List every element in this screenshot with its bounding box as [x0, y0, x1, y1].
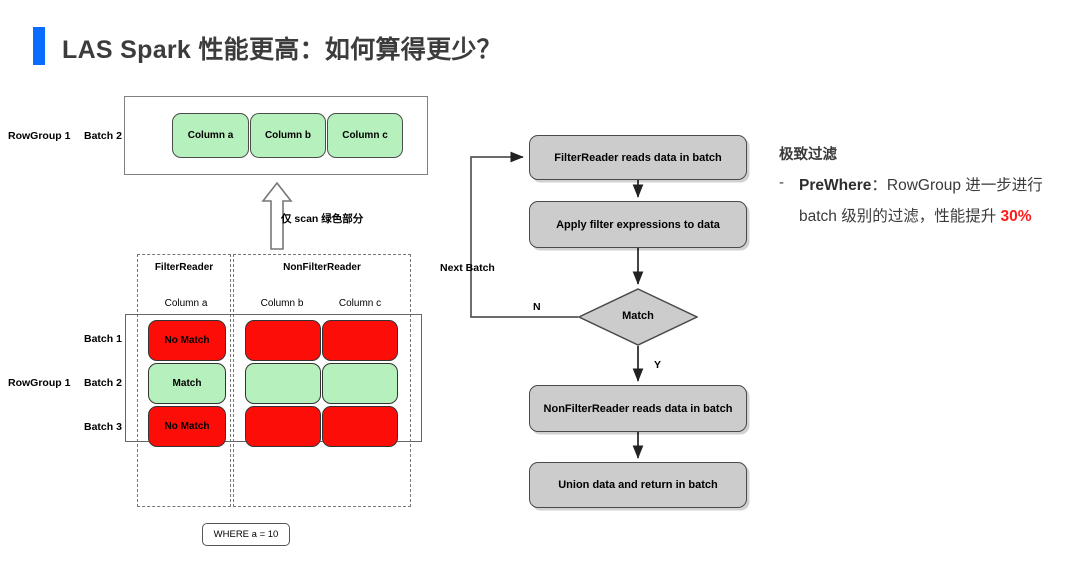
flow-node-apply-filter[interactable]: Apply filter expressions to data [529, 201, 747, 248]
table-row [322, 406, 398, 447]
top-column-c-box: Column c [327, 113, 403, 158]
lower-rowgroup-label: RowGroup 1 [8, 377, 71, 389]
page-title: LAS Spark 性能更高：如何算得更少？ [62, 36, 502, 64]
top-column-a-box: Column a [172, 113, 249, 158]
top-rowgroup-label: RowGroup 1 [8, 130, 71, 142]
flow-node-match-decision[interactable] [578, 288, 698, 346]
edge-label-yes: Y [654, 359, 662, 371]
top-column-b-box: Column b [250, 113, 326, 158]
table-row: No Match [148, 320, 226, 361]
table-row-label-batch-3: Batch 3 [84, 421, 122, 433]
bullet-highlight: 30% [1000, 208, 1032, 225]
top-batch-label: Batch 2 [84, 130, 122, 142]
table-row [245, 406, 321, 447]
nonfilter-reader-title: NonFilterReader [283, 262, 361, 273]
bullet-term: PreWhere [799, 177, 872, 194]
nonfilter-reader-group [233, 254, 411, 507]
table-row [245, 320, 321, 361]
edge-label-no: N [533, 301, 541, 313]
flow-node-nonfilterreader-read[interactable]: NonFilterReader reads data in batch [529, 385, 747, 432]
table-row [245, 363, 321, 404]
title-accent-bar [33, 27, 45, 65]
arrow-up-icon [261, 181, 293, 250]
table-row: Match [148, 363, 226, 404]
scan-note-label: 仅 scan 绿色部分 [281, 213, 364, 225]
filter-reader-group [137, 254, 231, 507]
table-row-label-batch-2: Batch 2 [84, 377, 122, 389]
flow-node-union-return[interactable]: Union data and return in batch [529, 462, 747, 508]
right-panel-bullet-text: PreWhere：RowGroup 进一步进行 batch 级别的过滤，性能提升… [799, 170, 1059, 232]
table-column-header-c: Column c [338, 298, 382, 309]
flow-node-match-label: Match [622, 310, 654, 322]
bullet-body: RowGroup 进一步进行 batch 级别的过滤，性能提升 [799, 177, 1043, 225]
edge-label-next-batch: Next Batch [440, 262, 495, 274]
table-row [322, 320, 398, 361]
table-row: No Match [148, 406, 226, 447]
where-clause-box: WHERE a = 10 [202, 523, 290, 546]
table-column-header-b: Column b [260, 298, 304, 309]
right-panel-heading: 极致过滤 [779, 147, 837, 163]
table-row-label-batch-1: Batch 1 [84, 333, 122, 345]
bullet-marker: - [779, 174, 784, 191]
bullet-separator: ： [871, 177, 887, 194]
flow-node-filterreader-read[interactable]: FilterReader reads data in batch [529, 135, 747, 180]
table-row [322, 363, 398, 404]
filter-reader-title: FilterReader [154, 262, 214, 273]
table-column-header-a: Column a [164, 298, 208, 309]
